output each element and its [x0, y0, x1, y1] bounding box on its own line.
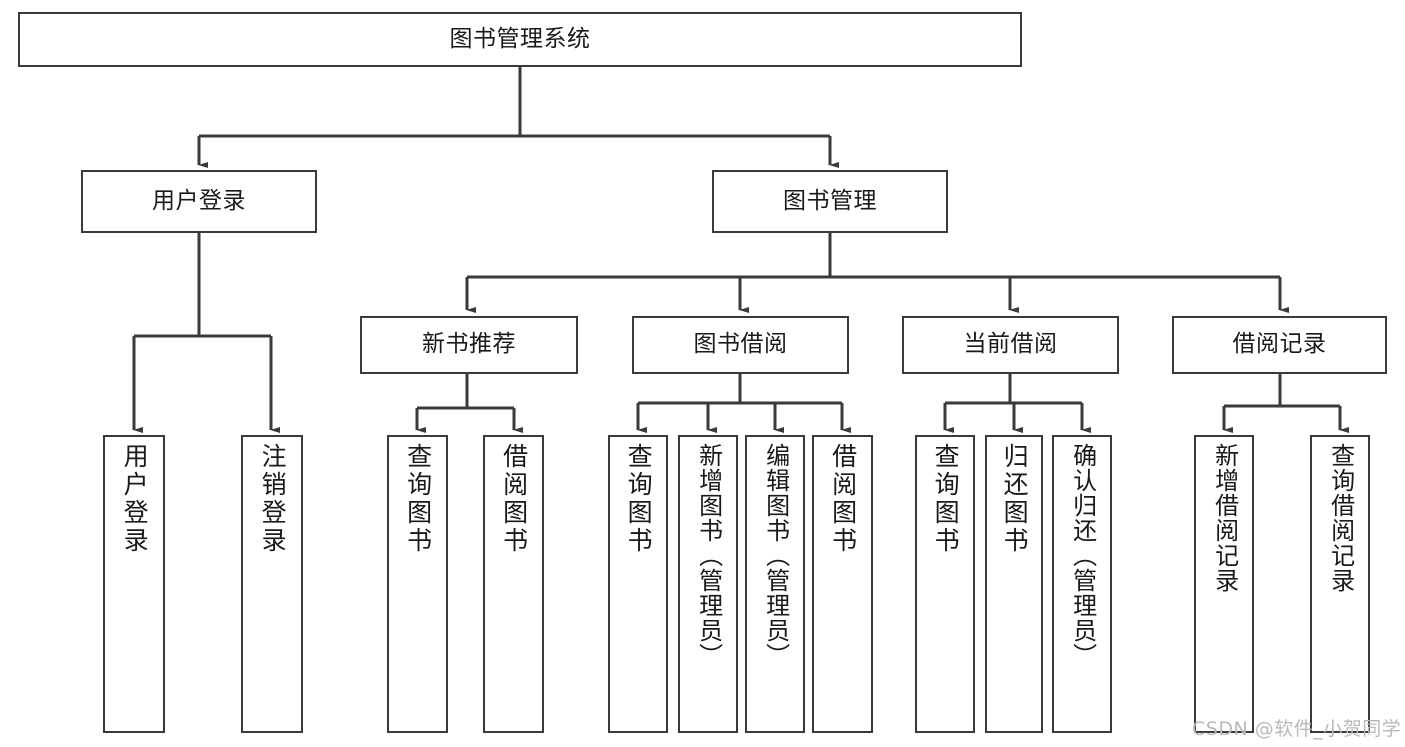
node-label: 新书推荐: [422, 331, 516, 358]
node-label: 用户登录: [120, 443, 150, 555]
node-book-borrow[interactable]: 图书借阅: [632, 316, 849, 374]
node-label: 确认归还（管理员）: [1068, 443, 1097, 668]
node-leaf-borrow-book[interactable]: 借阅图书: [812, 435, 873, 733]
node-leaf-add-borrow-record[interactable]: 新增借阅记录: [1194, 435, 1254, 733]
node-label: 查询图书: [624, 443, 654, 555]
node-leaf-query-book-recommend[interactable]: 查询图书: [387, 435, 448, 733]
node-label: 借阅记录: [1232, 331, 1327, 358]
node-new-book-recommend[interactable]: 新书推荐: [360, 316, 578, 374]
node-label: 图书管理系统: [449, 25, 591, 52]
node-label: 图书管理: [783, 187, 877, 214]
node-leaf-query-book-current[interactable]: 查询图书: [915, 435, 975, 733]
node-leaf-edit-book-admin[interactable]: 编辑图书（管理员）: [745, 435, 805, 733]
node-label: 借阅图书: [499, 443, 529, 555]
node-label: 借阅图书: [828, 443, 858, 555]
node-label: 新增图书（管理员）: [694, 443, 723, 668]
node-leaf-add-book-admin[interactable]: 新增图书（管理员）: [678, 435, 738, 733]
node-borrow-record[interactable]: 借阅记录: [1172, 316, 1387, 374]
node-leaf-return-book[interactable]: 归还图书: [985, 435, 1043, 733]
node-label: 当前借阅: [963, 331, 1058, 358]
node-root-system[interactable]: 图书管理系统: [18, 12, 1022, 67]
node-label: 注销登录: [258, 443, 288, 555]
node-label: 编辑图书（管理员）: [761, 443, 790, 668]
csdn-watermark: CSDN @软件_小贺同学: [1192, 718, 1402, 740]
node-leaf-borrow-book-recommend[interactable]: 借阅图书: [483, 435, 544, 733]
node-label: 归还图书: [1000, 443, 1030, 555]
node-leaf-confirm-return-admin[interactable]: 确认归还（管理员）: [1052, 435, 1112, 733]
node-label: 图书借阅: [693, 331, 788, 358]
node-leaf-user-logout[interactable]: 注销登录: [241, 435, 303, 733]
node-label: 查询借阅记录: [1326, 443, 1355, 593]
node-label: 查询图书: [931, 443, 961, 555]
node-user-login[interactable]: 用户登录: [81, 170, 317, 233]
node-label: 新增借阅记录: [1210, 443, 1239, 593]
node-current-borrow[interactable]: 当前借阅: [902, 316, 1119, 374]
node-leaf-user-login[interactable]: 用户登录: [103, 435, 165, 733]
node-leaf-query-borrow-record[interactable]: 查询借阅记录: [1310, 435, 1370, 733]
node-label: 查询图书: [403, 443, 433, 555]
node-leaf-query-book-borrow[interactable]: 查询图书: [608, 435, 668, 733]
node-label: 用户登录: [152, 187, 246, 214]
node-book-manage[interactable]: 图书管理: [712, 170, 948, 233]
